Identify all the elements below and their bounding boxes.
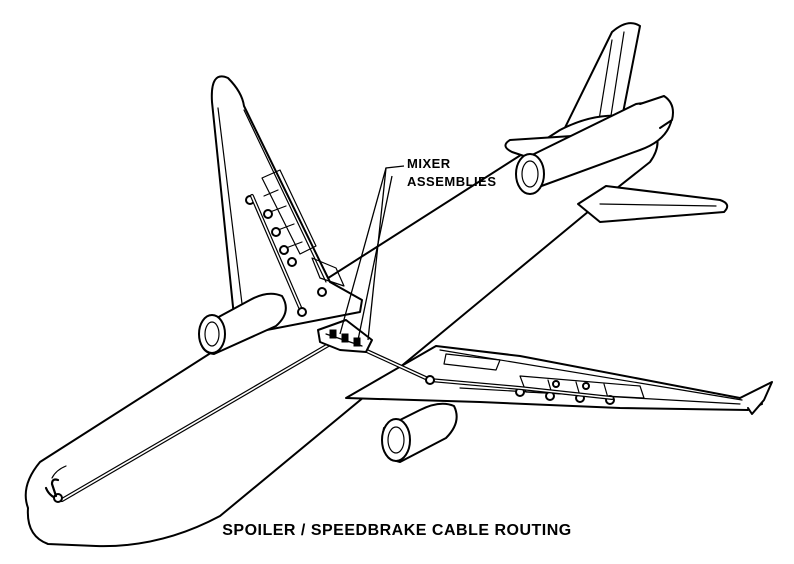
mixer-callout-line1: MIXER — [407, 156, 451, 171]
left-wing-spoiler-actuators — [245, 195, 327, 297]
left-wing — [210, 75, 363, 337]
mixer-assemblies — [317, 319, 373, 353]
mixer-callout-line2: ASSEMBLIES — [407, 174, 497, 189]
spoiler-speedbrake-cable — [50, 194, 614, 503]
left-wing-spoiler-panels — [261, 169, 345, 287]
right-horizontal-stabilizer — [577, 185, 729, 223]
diagram-title: SPOILER / SPEEDBRAKE CABLE ROUTING — [222, 522, 572, 539]
mixer-leader-lines — [339, 165, 405, 341]
